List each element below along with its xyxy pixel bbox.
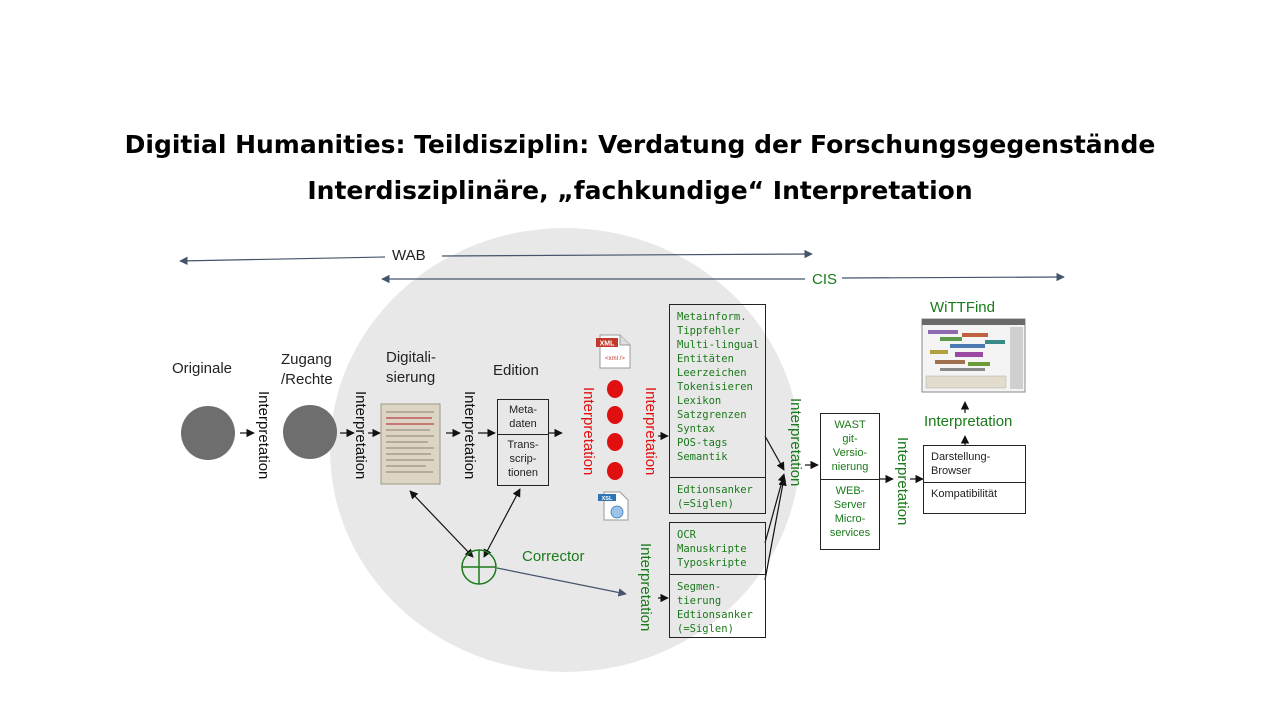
xml-file-icon: XML <xml /> <box>596 334 631 369</box>
wittfind-label: WiTTFind <box>930 299 995 316</box>
interpretation-label-red: Interpretation <box>642 387 659 476</box>
kompatibilitaet-cell: Kompatibilität <box>924 482 1025 501</box>
interpretation-label-green: Interpretation <box>787 398 804 487</box>
wab-arrow-left <box>179 256 386 266</box>
wab-label: WAB <box>392 247 426 264</box>
interpretation-label-horizontal: Interpretation <box>924 413 1013 430</box>
red-dot <box>607 433 623 451</box>
zugang-circle <box>283 405 337 459</box>
interpretation-label-green: Interpretation <box>894 437 911 526</box>
metadaten-cell: Meta-daten <box>508 404 538 430</box>
red-dot <box>607 380 623 398</box>
corrector-symbol <box>461 549 497 585</box>
interpretation-label-green: Interpretation <box>637 543 654 632</box>
corrector-arrow <box>496 567 627 597</box>
darstellung-browser-cell: Darstellung-Browser <box>931 451 991 477</box>
svg-text:XSL: XSL <box>602 496 613 502</box>
wittfind-screenshot <box>921 318 1026 393</box>
flow-arrow <box>764 477 787 581</box>
red-dot <box>607 462 623 480</box>
xsl-file-icon: XSL <box>598 491 629 521</box>
edition-box: Meta-daten Trans-scrip-tionen <box>497 399 549 486</box>
cis-arrow-right <box>841 272 1065 282</box>
originale-label: Originale <box>172 360 233 377</box>
transcriptionen-cell: Trans-scrip-tionen <box>498 434 548 480</box>
interpretation-label-red: Interpretation <box>580 387 597 476</box>
wab-arrow-right <box>441 249 813 259</box>
editionsanker-cell: Edtionsanker(=Siglen) <box>670 477 765 511</box>
originale-circle <box>181 406 235 460</box>
digitalisierung-label: Digitali-sierung <box>386 349 437 386</box>
metainformation-list: Metainform. Tippfehler Multi-lingual Ent… <box>677 311 760 463</box>
title-line-1: Digitial Humanities: Teildisziplin: Verd… <box>124 130 1156 159</box>
corrector-label: Corrector <box>522 548 585 565</box>
edition-label: Edition <box>493 362 539 379</box>
interpretation-label: Interpretation <box>352 391 369 480</box>
svg-text:<xml />: <xml /> <box>605 356 625 362</box>
darstellung-box: Darstellung-Browser Kompatibilität <box>923 445 1026 514</box>
title-line-2: Interdisziplinäre, „fachkundige“ Interpr… <box>307 176 973 205</box>
flow-arrow <box>764 435 785 471</box>
interpretation-label: Interpretation <box>255 391 272 480</box>
corrector-link-right <box>483 488 521 558</box>
background-ellipse <box>330 228 800 672</box>
zugang-label: Zugang/Rechte <box>281 351 333 388</box>
red-dot <box>607 406 623 424</box>
interpretation-label: Interpretation <box>461 391 478 480</box>
svg-text:XML: XML <box>600 341 616 348</box>
metainformation-box: Metainform. Tippfehler Multi-lingual Ent… <box>669 304 766 514</box>
corrector-link-left <box>409 490 474 558</box>
manuscript-image <box>380 403 441 485</box>
cis-label: CIS <box>812 271 838 288</box>
